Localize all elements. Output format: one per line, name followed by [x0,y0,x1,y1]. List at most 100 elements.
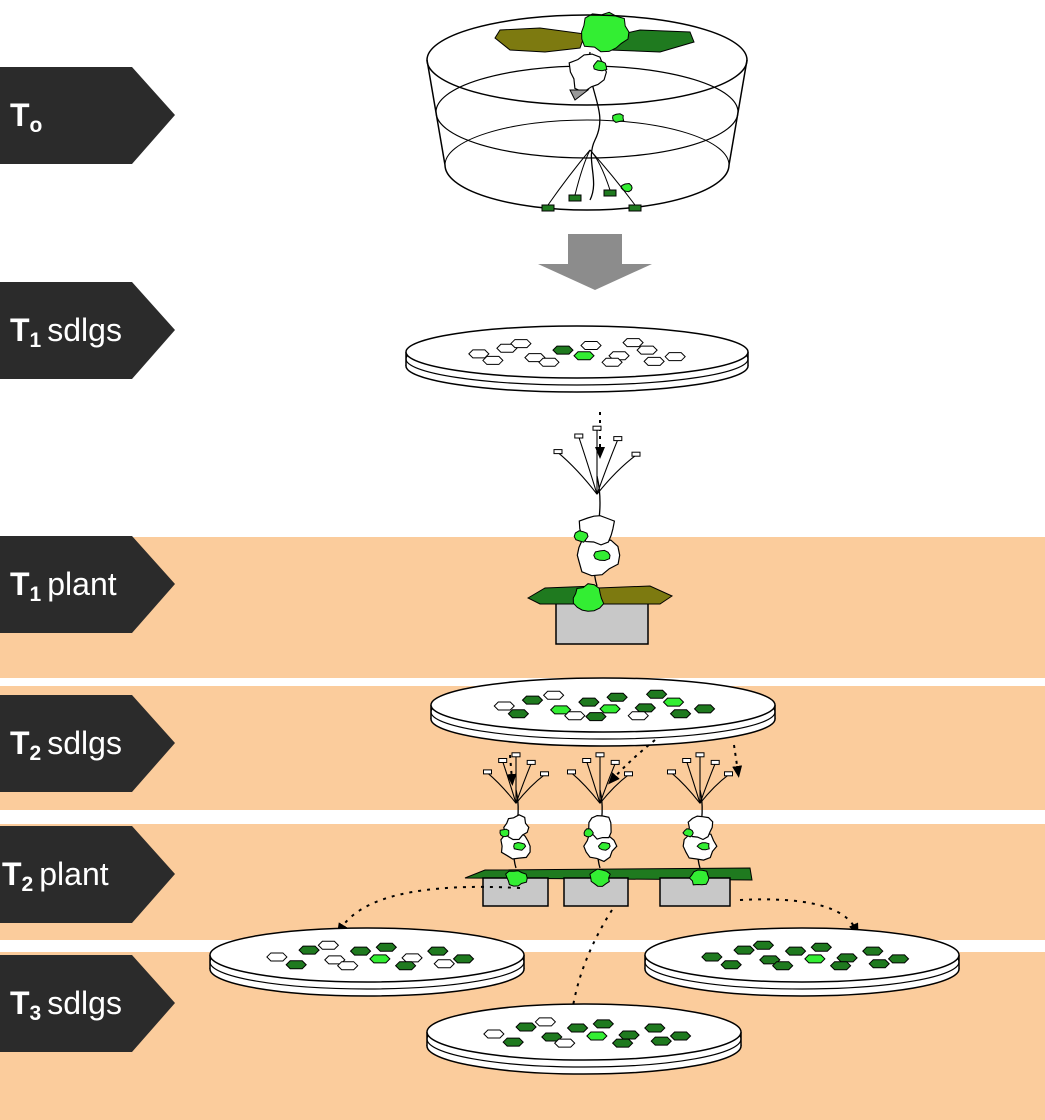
seedling [566,1023,589,1033]
seedling [285,960,307,970]
label-arrow-shape [0,826,175,923]
seedling [317,940,340,950]
silique [624,771,633,777]
gen-stage: sdlgs [47,312,122,348]
silique [553,449,563,455]
seedling [622,338,644,348]
silique [483,769,492,775]
silique [582,758,592,763]
plant-node [503,814,530,841]
seedling [324,955,346,965]
connector-line [739,898,859,936]
plate-top [430,677,776,733]
silique [628,204,642,212]
seedling [829,961,852,971]
silique [540,771,549,777]
seedling [650,1036,672,1046]
rosette-leaf [505,870,528,887]
branch [599,774,629,804]
silique [592,425,602,431]
gen-subscript: 1 [29,582,42,606]
jar-body [427,60,747,210]
branch [671,772,701,804]
silique [568,194,582,202]
gen-subscript: o [29,113,43,137]
seedling [810,942,833,952]
seedling [634,703,657,713]
branch [599,763,616,804]
label-arrow-shape [0,282,175,379]
seedling [586,1031,608,1041]
seedling [601,357,623,367]
seedling [493,701,515,711]
gen-letter: T [10,566,30,602]
cauline-leaf [583,828,594,838]
gen-letter: T [2,856,22,892]
petri-dish-icon [430,677,776,747]
rosette-leaf [494,27,586,53]
jar-rim [426,14,748,106]
flow-arrow-shape [538,234,652,290]
cauline-leaf [597,841,611,851]
silique [613,436,623,442]
branch [574,149,591,196]
label-arrow-shape [0,695,175,792]
seedling [483,1029,505,1039]
seedling [693,704,716,714]
seedling [552,345,574,355]
branch [557,452,598,495]
seedling [521,695,544,705]
seedling [862,946,884,956]
silique [695,752,705,758]
seedling [573,351,595,361]
seedling [401,953,423,963]
seedling [733,945,755,955]
seedling [664,352,686,362]
branch [515,774,545,804]
silique [511,752,521,758]
seedling [515,1022,537,1032]
branch [487,772,517,804]
seedling [580,340,602,350]
gen-subscript: 2 [29,741,42,765]
seedling [720,960,742,970]
branch [596,439,619,495]
band-t1-plant [0,537,1045,678]
seedling [502,1037,524,1047]
connector-line [506,754,517,786]
t2-plants [464,752,753,907]
seedling [868,959,890,969]
seedling [369,954,391,964]
seedling [482,355,504,365]
silique [498,758,508,763]
label-arrow-shape [0,955,175,1052]
label-arrow-shape [0,536,175,633]
gen-subscript: 3 [29,1001,42,1025]
seedling [524,353,546,363]
cauline-leaf [513,841,527,851]
seedling [611,1038,634,1048]
silique [667,769,676,775]
silique [682,758,692,763]
seedling [452,954,475,964]
seedling [507,709,530,719]
branch [515,763,532,804]
growth-jar-icon [426,11,748,212]
seedling [643,356,665,366]
seedling [336,961,359,971]
cauline-leaf [696,842,710,851]
plant-node [687,815,714,841]
plate-top [405,325,749,379]
seedling [606,692,628,702]
petri-dish-icon [405,325,749,393]
seedling [427,946,449,956]
gen-stage: sdlgs [47,725,122,761]
gen-subscript: 1 [29,328,42,352]
silique [526,759,536,765]
gen-stage: plant [39,856,109,892]
connector-line [732,744,743,778]
gen-letter: T [10,985,30,1021]
